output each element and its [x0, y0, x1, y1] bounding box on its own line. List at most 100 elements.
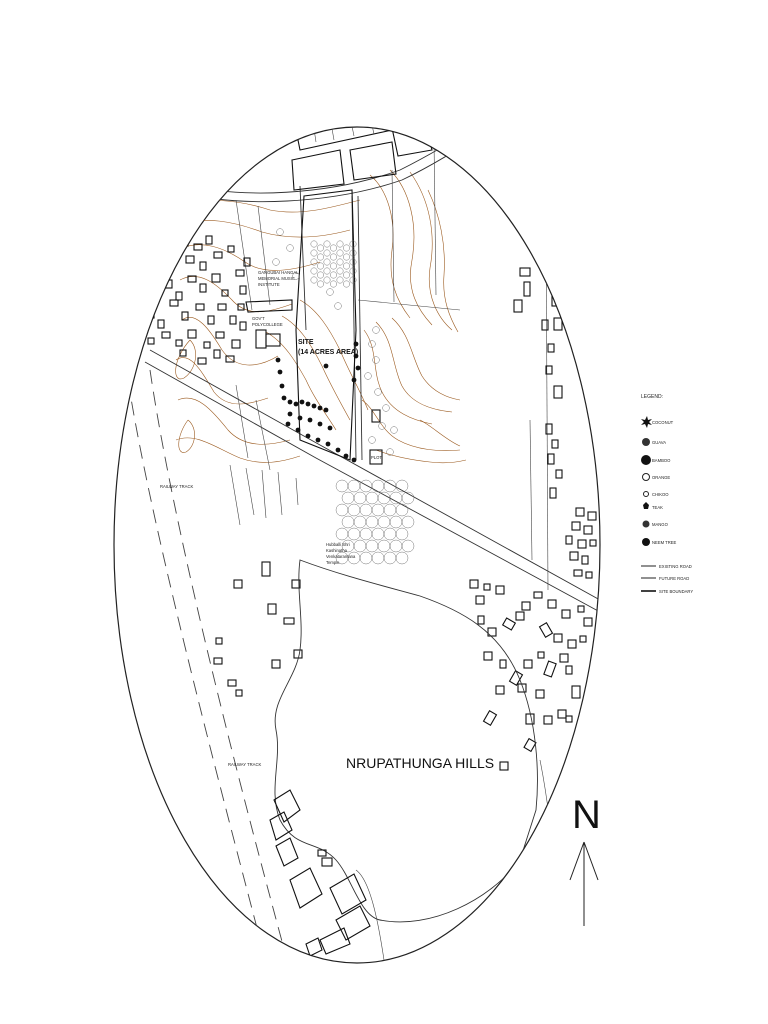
legend-item-chikoo: CHIKOO: [643, 491, 669, 497]
building: [227, 679, 237, 687]
legend-label-guava: GUAVA: [652, 440, 666, 445]
building: [187, 275, 197, 283]
building: [545, 365, 553, 375]
tree: [355, 365, 361, 371]
legend-item-neem-tree: NEEM TREE: [642, 538, 677, 546]
railway-track-label-1: RAILWAY TRACK: [160, 484, 193, 489]
tree: [349, 249, 357, 257]
tree: [336, 267, 344, 275]
legend-line-site-boundary: SITE BOUNDARY: [641, 589, 693, 594]
legend-item-bamboo: BAMBOO: [641, 455, 671, 465]
building: [181, 237, 189, 247]
legend-item-mango: MANGO: [642, 520, 669, 528]
tree: [317, 253, 324, 261]
tree: [276, 228, 284, 236]
buildings: [145, 229, 597, 771]
building: [243, 257, 251, 267]
legend-label-coconut: COCONUT: [652, 420, 674, 425]
tree: [353, 341, 359, 347]
orange-icon: [642, 473, 650, 481]
tree: [368, 340, 376, 348]
building: [215, 331, 225, 339]
tree: [395, 479, 409, 493]
tree: [310, 249, 318, 257]
building: [175, 339, 183, 347]
institute-label-line2: MEMORIAL MUSIC: [258, 276, 295, 281]
tree: [287, 411, 293, 417]
institute-label-line3: INSTITUTE: [258, 282, 280, 287]
tree: [323, 363, 329, 369]
tree: [341, 491, 355, 505]
tree: [401, 491, 415, 505]
legend-label-neem-tree: NEEM TREE: [652, 540, 677, 545]
tree: [353, 515, 367, 529]
building: [589, 539, 597, 547]
building: [477, 615, 485, 625]
tree: [323, 249, 331, 257]
temple-label-line3: Venkataramana: [326, 554, 356, 559]
building: [185, 255, 195, 264]
building: [221, 289, 229, 297]
tree: [382, 404, 390, 412]
plot-tag: PLOT: [371, 455, 382, 460]
nrupathunga-hills-outline: [274, 559, 538, 923]
building: [179, 349, 187, 357]
tree: [377, 539, 391, 553]
tree: [359, 503, 373, 517]
tree: [351, 377, 357, 383]
legend-label-chikoo: CHIKOO: [652, 492, 669, 497]
tree: [317, 271, 324, 279]
building: [169, 239, 179, 247]
tree: [365, 491, 379, 505]
building: [213, 349, 221, 359]
building: [525, 713, 535, 725]
tree: [317, 262, 324, 270]
building: [547, 453, 555, 465]
tree: [297, 415, 303, 421]
building: [523, 737, 537, 753]
tree: [368, 436, 376, 444]
building: [235, 269, 245, 277]
building: [291, 579, 301, 589]
building: [233, 579, 243, 589]
legend-item-coconut: COCONUT: [641, 416, 674, 428]
tree: [359, 527, 373, 541]
building: [553, 385, 563, 399]
building: [565, 715, 573, 723]
building: [483, 651, 493, 661]
tree: [330, 253, 337, 261]
tree: [272, 258, 280, 266]
building: [499, 659, 507, 669]
tree: [347, 479, 361, 493]
building: [271, 659, 281, 669]
tree: [389, 539, 403, 553]
tree: [285, 421, 291, 427]
building: [207, 315, 215, 325]
tree: [349, 276, 357, 284]
hills-label: NRUPATHUNGA HILLS: [346, 755, 494, 771]
college-label-line1: GOV'T: [252, 316, 265, 321]
tree: [347, 527, 361, 541]
tree: [305, 433, 311, 439]
building: [157, 319, 165, 329]
temple-label-line4: Temple: [326, 560, 340, 565]
tree: [335, 527, 349, 541]
tree: [299, 399, 305, 405]
building: [543, 229, 551, 243]
building: [515, 611, 525, 621]
tree: [275, 357, 281, 363]
legend-item-orange: ORANGE: [642, 473, 670, 481]
legend-line-future-road: FUTURE ROAD: [641, 576, 689, 581]
tree: [286, 244, 294, 252]
tree: [323, 276, 331, 284]
tree: [336, 258, 344, 266]
building: [538, 622, 554, 638]
tree: [343, 280, 350, 288]
building: [195, 303, 205, 311]
institute-label-line1: GANGUBAI HANGAL: [258, 270, 299, 275]
temple-label-line1: Hubballi Shri: [326, 542, 350, 547]
site-area-label: (14 ACRES AREA): [298, 349, 358, 356]
tree: [323, 240, 331, 248]
tree: [317, 244, 324, 252]
bamboo-icon: [641, 455, 651, 465]
